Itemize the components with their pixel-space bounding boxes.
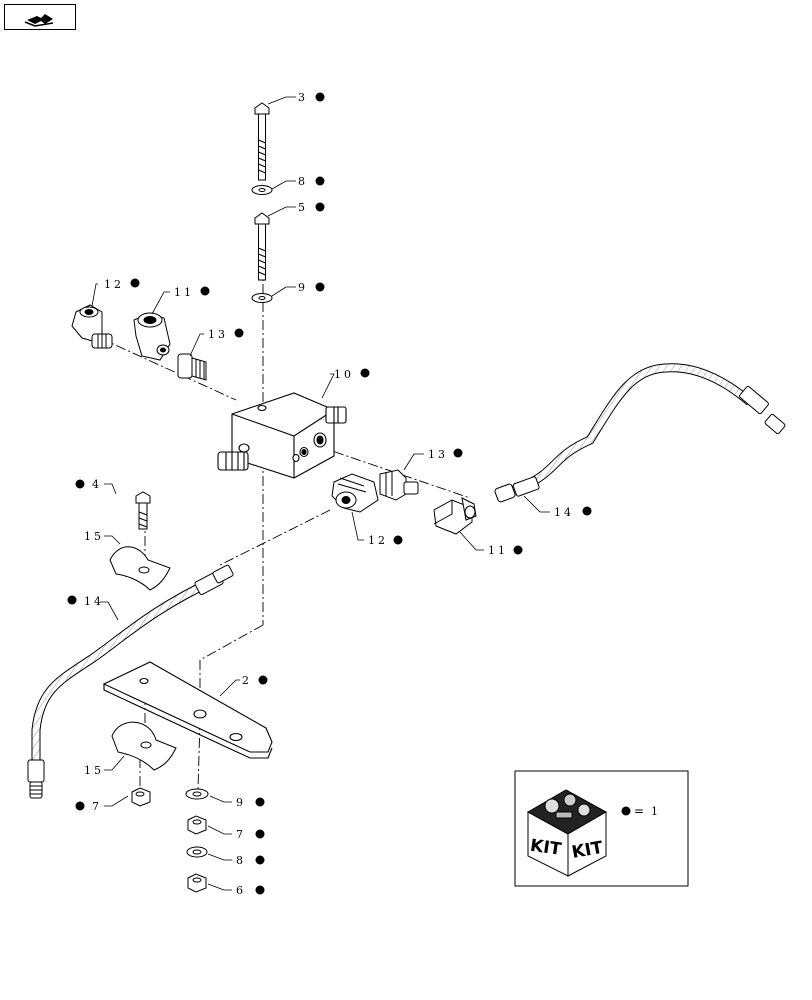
kit-number: 1 — [651, 805, 658, 818]
callout-6: 6 — [236, 884, 246, 897]
leader-lines — [91, 96, 550, 891]
kit-dot — [75, 801, 85, 811]
equals-sign: = — [634, 804, 644, 818]
kit-dot — [67, 595, 77, 605]
callout-15: 15 — [84, 764, 104, 777]
kit-dot — [315, 176, 325, 186]
return-arrow-icon — [24, 14, 54, 27]
kit-dot — [315, 92, 325, 102]
kit-label-left: KIT — [529, 836, 563, 860]
hardware-stack — [131, 787, 209, 893]
kit-dot — [513, 545, 523, 555]
callout-12: 12 — [104, 278, 124, 291]
kit-dot — [258, 675, 268, 685]
callouts: 3 8 5 9 12 11 13 10 13 4 14 12 11 15 14 … — [67, 91, 592, 897]
kit-dot — [582, 506, 592, 516]
swivel-11-right — [433, 497, 477, 535]
callout-8: 8 — [236, 854, 246, 867]
hose-14-right — [494, 363, 786, 503]
callout-9: 9 — [298, 281, 308, 294]
back-button[interactable] — [4, 4, 76, 30]
hose-14-left — [27, 564, 234, 799]
valve-block-10 — [217, 392, 347, 479]
kit-dot — [200, 286, 210, 296]
callout-5: 5 — [298, 201, 308, 214]
elbow-12-left — [71, 304, 113, 349]
kit-dot — [255, 797, 265, 807]
kit-dot — [75, 479, 85, 489]
bolt-4 — [135, 491, 151, 530]
kit-dot — [453, 448, 463, 458]
callout-11: 11 — [174, 286, 194, 299]
fitting-13-right — [379, 469, 419, 501]
callout-10: 10 — [334, 368, 354, 381]
callout-4: 4 — [92, 478, 102, 491]
callout-15: 15 — [84, 530, 104, 543]
callout-14: 14 — [554, 506, 574, 519]
kit-dot — [255, 885, 265, 895]
kit-dot — [255, 855, 265, 865]
bolt-3 — [254, 102, 270, 181]
swivel-11-left — [133, 312, 171, 361]
callout-8: 8 — [298, 175, 308, 188]
callout-12: 12 — [368, 534, 388, 547]
callout-13: 13 — [208, 328, 228, 341]
kit-dot — [315, 202, 325, 212]
callout-7: 7 — [92, 800, 102, 813]
kit-legend: KIT KIT = 1 — [514, 770, 689, 887]
callout-14: 14 — [84, 595, 104, 608]
kit-dot — [315, 282, 325, 292]
clamp-15-top — [109, 546, 171, 591]
kit-dot — [393, 535, 403, 545]
callout-3: 3 — [298, 91, 308, 104]
fitting-13-left — [177, 353, 207, 381]
callout-9: 9 — [236, 796, 246, 809]
kit-dot — [234, 328, 244, 338]
elbow-12-right — [331, 473, 379, 513]
kit-dot — [360, 368, 370, 378]
bracket-2 — [102, 661, 273, 759]
clamp-15-bottom — [111, 721, 177, 771]
callout-13: 13 — [428, 448, 448, 461]
bolt-5 — [254, 212, 270, 281]
kit-dot — [621, 806, 631, 816]
kit-dot — [130, 278, 140, 288]
callout-2: 2 — [242, 674, 252, 687]
callout-7: 7 — [236, 828, 246, 841]
callout-11: 11 — [488, 544, 508, 557]
kit-box-icon — [526, 789, 608, 877]
kit-dot — [255, 829, 265, 839]
